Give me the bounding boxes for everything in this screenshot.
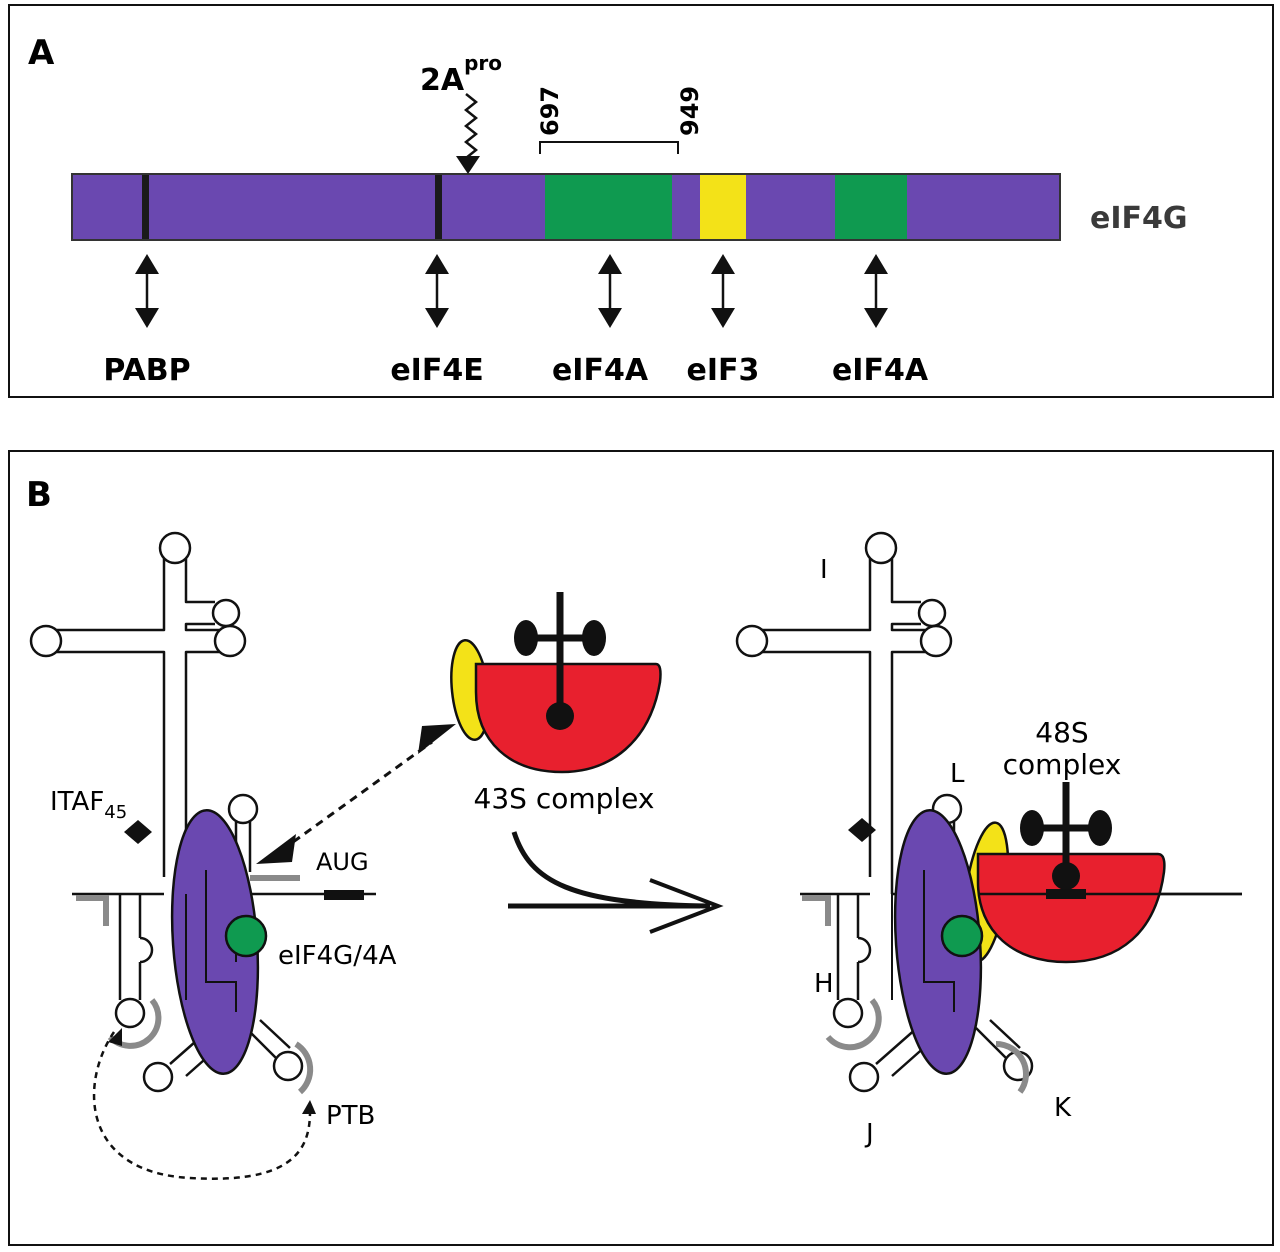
domain-label-j: J [864,1119,874,1149]
protease-2a-label: 2Apro [420,51,502,98]
ptb-binding-arcs-right [802,895,1029,1094]
complex-48s [976,782,1242,964]
eif4e-binding-site [435,175,442,239]
partner-label-eif4a-2: eIF4A [832,353,929,388]
eif4g-4a-label: eIF4G/4A [278,941,397,971]
itaf45-label: ITAF45 [50,787,127,823]
eif4a-circle-right [940,914,984,958]
dashed-arrowhead-icon [108,1028,122,1046]
ires-initiation-diagram: B [26,475,1242,1180]
pabp-binding-site [142,175,149,239]
recruitment-dashed-line [281,740,433,852]
eif4g-domain-map: A eIF4G 2Apro 697 949 PABP eIF4E e [28,33,1188,388]
eif4a-binding-domain-middle [545,175,672,239]
svg-text:ITAF45: ITAF45 [50,787,127,823]
itaf45-diamond-icon [124,820,152,844]
eif4g-label: eIF4G [1090,201,1188,236]
ires-loops-right [735,531,1034,1093]
aug-codon-box [324,890,364,900]
partner-label-eif4e: eIF4E [390,353,483,388]
domain-label-l: L [950,759,965,789]
complex-48s-label-line2: complex [1003,748,1122,781]
recruitment-arrowhead-icon-left [256,834,296,864]
dashed-arrowhead-icon-2 [302,1100,316,1114]
ptb-label: PTB [326,1101,375,1131]
domain-label-k: K [1054,1093,1072,1123]
panel-a-letter: A [28,33,55,73]
domain-label-h: H [814,969,834,999]
binding-arrows [135,254,888,328]
partner-label-eif4a: eIF4A [552,353,649,388]
aug-label: AUG [316,848,369,876]
eif4a-binding-domain-c-terminal [835,175,907,239]
eif4a-circle [224,914,268,958]
cleavage-arrowhead-icon [456,156,480,174]
transition-curve [511,831,711,909]
complex-43s-label: 43S complex [474,782,655,815]
partner-label-pabp: PABP [103,353,190,388]
complex-48s-label-line1: 48S [1035,716,1088,749]
recruitment-arrowhead-icon-right [418,724,456,754]
panel-b: B [8,450,1274,1246]
ptb-interaction-dashed-arrow [92,1031,312,1180]
panel-a: A eIF4G 2Apro 697 949 PABP eIF4E e [8,4,1274,398]
panel-b-letter: B [26,475,52,515]
double-arrow-icon [425,254,449,328]
ires-rna-right [762,558,1242,1077]
transition-arrowhead-icon [649,878,724,934]
eif3-binding-domain [700,175,746,239]
double-arrow-icon [864,254,888,328]
domain-label-i: I [820,555,828,585]
range-bracket [539,141,679,154]
range-end-label: 949 [676,86,704,136]
svg-text:2Apro: 2Apro [420,51,502,98]
ires-loops-left [29,531,304,1093]
double-arrow-icon [135,254,159,328]
ires-inner-lines-right [891,870,955,1012]
partner-label-eif3: eIF3 [687,353,760,388]
itaf45-diamond-icon-right [848,818,876,842]
double-arrow-icon [598,254,622,328]
range-start-label: 697 [536,86,564,136]
cleavage-squiggle [463,93,479,159]
double-arrow-icon [711,254,735,328]
complex-43s [450,592,662,774]
